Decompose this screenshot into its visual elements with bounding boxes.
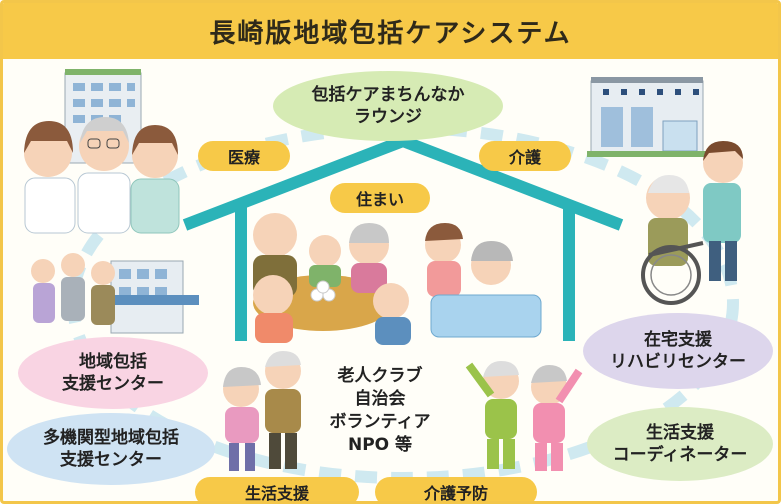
kaigo-tag: 介護 (479, 141, 571, 171)
title-bar: 長崎版地域包括ケアシステム (3, 3, 778, 59)
elderly-couple-illustration (223, 351, 301, 471)
zaitaku-line-2: リハビリセンター (610, 352, 746, 372)
iryou-tag: 医療 (198, 141, 290, 171)
lounge-line-1: 包括ケアまちんなか (311, 84, 465, 105)
lounge-bubble: 包括ケアまちんなか ラウンジ (273, 71, 503, 141)
community-line-2: 自治会 (354, 388, 406, 409)
bathing-care-illustration (425, 223, 542, 338)
family-meal-illustration (253, 213, 411, 345)
seikatsu-coordinator-bubble: 生活支援 コーディネーター (587, 407, 773, 481)
exercise-illustration (465, 361, 583, 471)
house-outline (182, 135, 624, 341)
page-title: 長崎版地域包括ケアシステム (209, 18, 572, 49)
wheelchair-illustration (641, 141, 743, 305)
illustration-layer (24, 69, 743, 484)
community-groups: 老人クラブ 自治会 ボランティア NPO 等 (315, 365, 445, 457)
seikatsu-coordinator-line-2: コーディネーター (612, 445, 748, 465)
lounge-line-2: ラウンジ (354, 107, 422, 127)
sumai-tag: 住まい (330, 183, 430, 213)
seikatsu-shien-tag: 生活支援 (195, 477, 359, 501)
chiiki-houkatsu-bubble: 地域包括 支援センター (18, 337, 208, 409)
zaitaku-bubble: 在宅支援 リハビリセンター (583, 313, 773, 389)
community-center-illustration (31, 253, 199, 334)
community-line-4: NPO 等 (347, 434, 413, 455)
chiiki-houkatsu-line-2: 支援センター (62, 374, 164, 394)
takikan-line-1: 多機関型地域包括 (43, 427, 179, 448)
takikan-bubble: 多機関型地域包括 支援センター (7, 413, 215, 485)
takikan-line-2: 支援センター (60, 450, 162, 470)
seikatsu-coordinator-line-1: 生活支援 (646, 422, 714, 443)
community-line-3: ボランティア (329, 411, 431, 432)
medical-staff-illustration (24, 117, 180, 234)
chiiki-houkatsu-line-1: 地域包括 (79, 351, 147, 372)
kaigo-yobou-tag: 介護予防 (375, 477, 537, 501)
community-line-1: 老人クラブ (337, 366, 423, 386)
zaitaku-line-1: 在宅支援 (644, 329, 712, 350)
care-facility-illustration (587, 77, 707, 157)
